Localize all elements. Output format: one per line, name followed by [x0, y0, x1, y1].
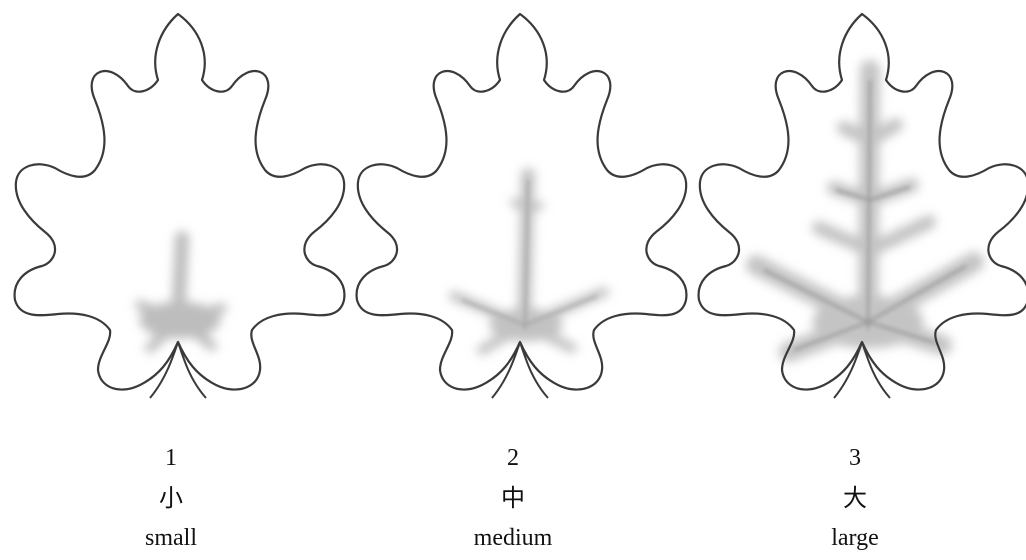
panel-label-chinese: 大	[843, 484, 867, 512]
petiole-notch	[491, 341, 549, 399]
panel-label-english: medium	[473, 525, 553, 551]
panel-label-chinese: 中	[501, 484, 525, 512]
panel-label-english: large	[831, 525, 879, 551]
lesion-panel-medium: 2 中 medium	[342, 0, 688, 560]
panel-label-chinese: 小	[159, 484, 183, 512]
petiole-notch	[149, 341, 207, 399]
leaf-small-diagram	[13, 12, 346, 399]
panel-number: 2	[507, 445, 519, 471]
panel-number: 1	[165, 445, 177, 471]
panel-number: 3	[849, 445, 861, 471]
leaf-medium-diagram	[355, 12, 688, 399]
lesion-panel-small: 1 小 small	[0, 0, 346, 560]
panel-label-english: small	[145, 525, 197, 551]
lesion-panel-large: 3 大 large	[684, 0, 1026, 560]
lesion-medium	[449, 168, 609, 355]
petiole-notch	[833, 341, 891, 399]
lesion-small	[135, 231, 227, 353]
lesion-large	[746, 60, 984, 362]
leaf-large-diagram	[697, 12, 1026, 399]
